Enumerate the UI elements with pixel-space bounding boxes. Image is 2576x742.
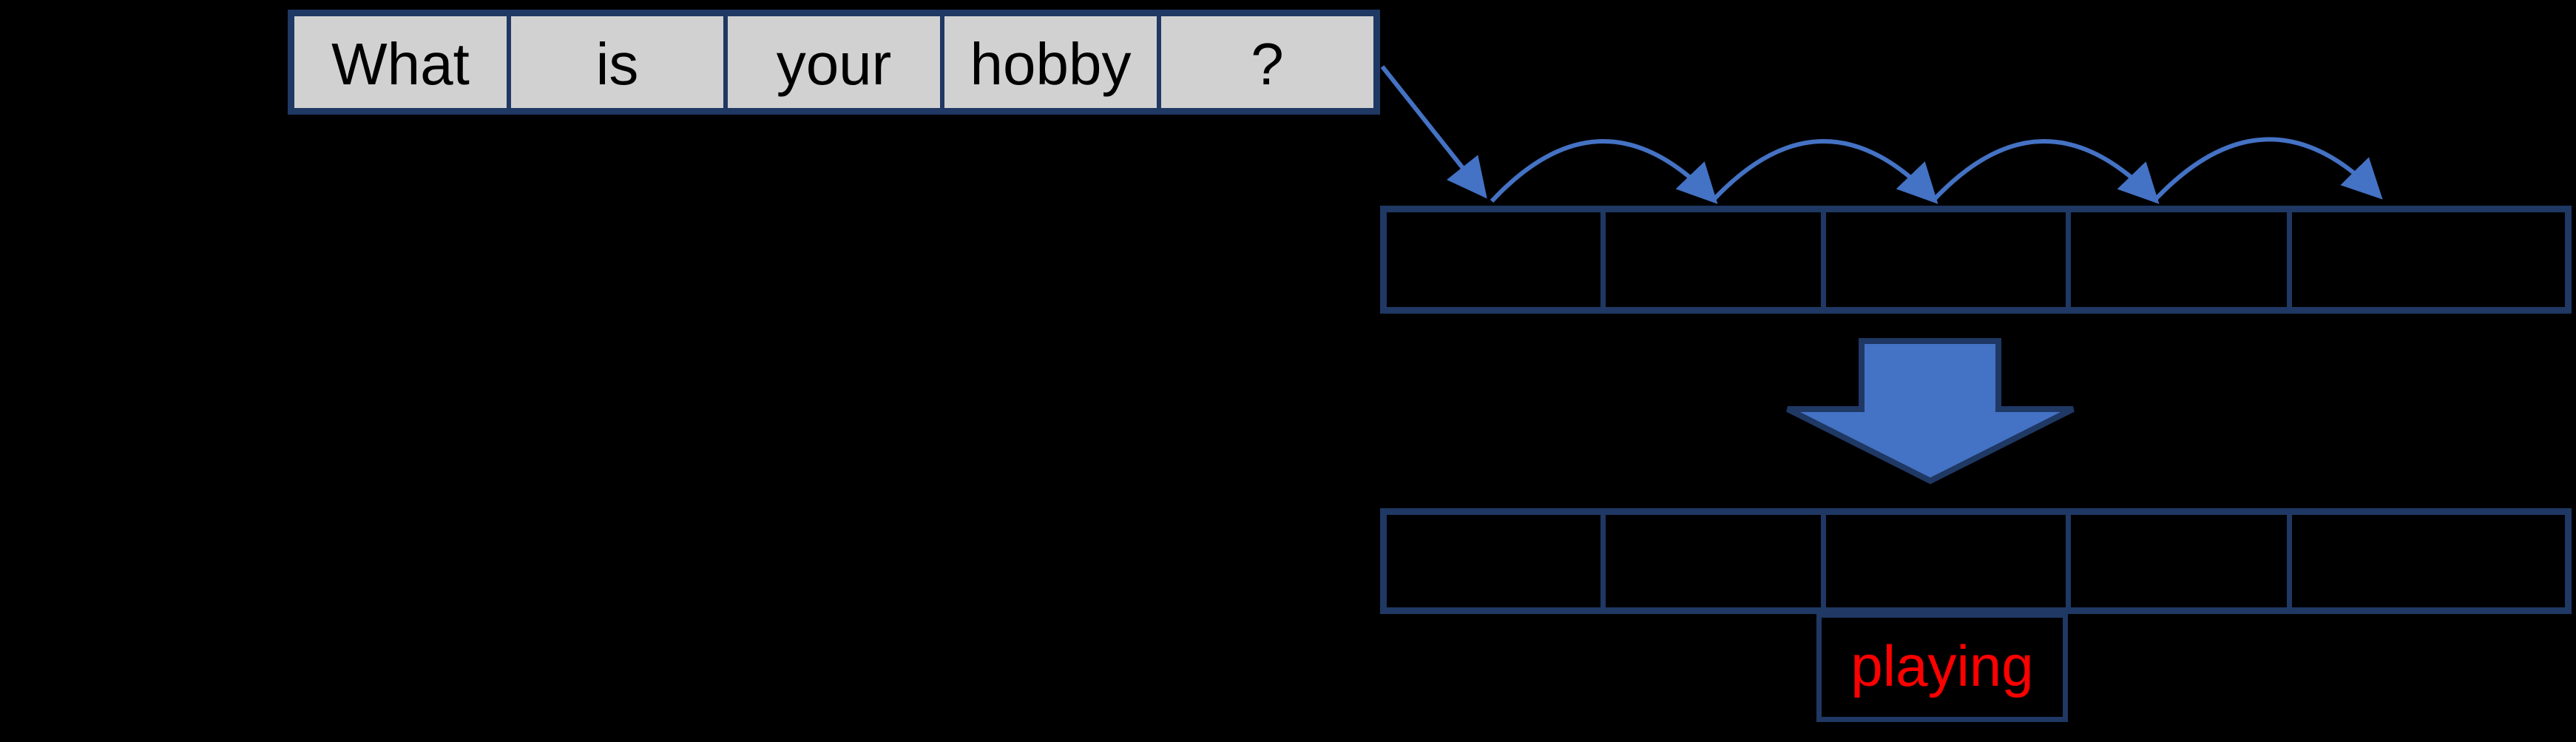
encoded-cell-4 <box>2066 212 2287 307</box>
hop-arc-2-icon <box>1710 139 1938 204</box>
word-cell-your: your <box>723 16 940 108</box>
word-cell-hobby: hobby <box>940 16 1157 108</box>
word-label: What <box>331 31 470 97</box>
encoded-cell-1 <box>1387 212 1600 307</box>
output-word-label: playing <box>1850 633 2034 698</box>
output-word-box: playing <box>1816 613 2068 722</box>
word-label: hobby <box>970 31 1132 97</box>
hop-arc-3-icon <box>1930 139 2160 204</box>
decoded-cell-1 <box>1387 515 1600 607</box>
encoded-cell-3 <box>1821 212 2066 307</box>
transform-down-arrow-icon <box>1786 338 2075 485</box>
sentence-row: What is your hobby ? <box>288 10 1380 115</box>
encoded-cell-2 <box>1600 212 1821 307</box>
sentence-to-row-arrow-icon <box>1380 65 1487 199</box>
word-cell-is: is <box>507 16 723 108</box>
word-label: is <box>595 31 639 97</box>
hop-arc-1-icon <box>1490 139 1718 204</box>
decoded-cell-2 <box>1600 515 1821 607</box>
word-label: ? <box>1251 31 1284 97</box>
decoded-cell-4 <box>2066 515 2287 607</box>
word-cell-question-mark: ? <box>1157 16 1373 108</box>
word-cell-what: What <box>294 16 507 108</box>
decoded-sequence-row <box>1380 508 2572 614</box>
encoded-sequence-row <box>1380 206 2572 314</box>
encoded-cell-5 <box>2287 212 2565 307</box>
decoded-cell-5 <box>2287 515 2565 607</box>
word-label: your <box>776 31 892 97</box>
hop-arc-4-icon <box>2151 137 2383 203</box>
decoded-cell-3 <box>1821 515 2066 607</box>
